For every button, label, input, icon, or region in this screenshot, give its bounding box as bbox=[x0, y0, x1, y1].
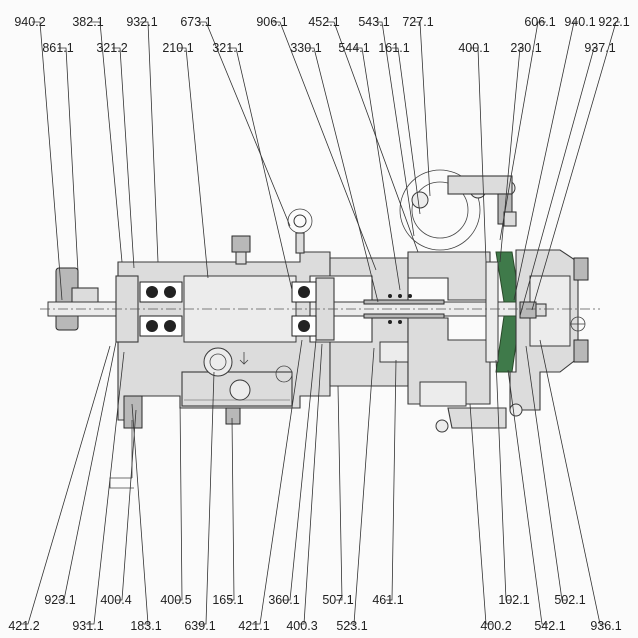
bearing-pump-end bbox=[291, 281, 317, 337]
label-673-1: 673.1 bbox=[180, 15, 211, 29]
impeller-nut-cap bbox=[535, 303, 547, 317]
label-400-1: 400.1 bbox=[458, 41, 489, 55]
label-727-1: 727.1 bbox=[402, 15, 433, 29]
label-639-1: 639.1 bbox=[184, 619, 215, 633]
label-360-1: 360.1 bbox=[268, 593, 299, 607]
label-321-2: 321.2 bbox=[96, 41, 127, 55]
casing-foot bbox=[435, 403, 523, 433]
bottom-labels-row-1: 923.1 400.4 400.5 165.1 360.1 507.1 461.… bbox=[44, 593, 585, 607]
label-421-2: 421.2 bbox=[8, 619, 39, 633]
label-507-1: 507.1 bbox=[322, 593, 353, 607]
label-210-1: 210.1 bbox=[162, 41, 193, 55]
impeller bbox=[485, 251, 521, 373]
label-543-1: 543.1 bbox=[358, 15, 389, 29]
label-321-1: 321.1 bbox=[212, 41, 243, 55]
label-102-1: 102.1 bbox=[498, 593, 529, 607]
label-940-2: 940.2 bbox=[14, 15, 45, 29]
seal-housing bbox=[329, 257, 445, 387]
label-932-1: 932.1 bbox=[126, 15, 157, 29]
label-452-1: 452.1 bbox=[308, 15, 339, 29]
label-330-1: 330.1 bbox=[290, 41, 321, 55]
label-523-1: 523.1 bbox=[336, 619, 367, 633]
bottom-labels-row-2: 421.2 931.1 183.1 639.1 421.1 400.3 523.… bbox=[8, 619, 621, 633]
bearing-bracket bbox=[117, 251, 331, 429]
label-922-1: 922.1 bbox=[598, 15, 629, 29]
label-382-1: 382.1 bbox=[72, 15, 103, 29]
label-544-1: 544.1 bbox=[338, 41, 369, 55]
breather-plug bbox=[231, 235, 251, 265]
label-400-5: 400.5 bbox=[160, 593, 191, 607]
drain-pipe bbox=[109, 420, 134, 489]
top-labels-row-1: 940.2 382.1 932.1 673.1 906.1 452.1 543.… bbox=[14, 15, 629, 29]
discharge-nozzle bbox=[399, 169, 517, 251]
label-861-1: 861.1 bbox=[42, 41, 73, 55]
label-931-1: 931.1 bbox=[72, 619, 103, 633]
label-542-1: 542.1 bbox=[534, 619, 565, 633]
label-937-1: 937.1 bbox=[584, 41, 615, 55]
label-400-4: 400.4 bbox=[100, 593, 131, 607]
oil-sight-glass bbox=[203, 347, 293, 401]
label-502-1: 502.1 bbox=[554, 593, 585, 607]
label-165-1: 165.1 bbox=[212, 593, 243, 607]
label-461-1: 461.1 bbox=[372, 593, 403, 607]
label-906-1: 906.1 bbox=[256, 15, 287, 29]
leader-lines bbox=[20, 21, 620, 625]
label-230-1: 230.1 bbox=[510, 41, 541, 55]
pump-assembly bbox=[40, 169, 600, 489]
label-400-2: 400.2 bbox=[480, 619, 511, 633]
pump-casing bbox=[509, 249, 589, 411]
label-936-1: 936.1 bbox=[590, 619, 621, 633]
label-606-1: 606.1 bbox=[524, 15, 555, 29]
label-161-1: 161.1 bbox=[378, 41, 409, 55]
top-labels-row-2: 861.1 321.2 210.1 321.1 330.1 544.1 161.… bbox=[42, 41, 615, 55]
label-923-1: 923.1 bbox=[44, 593, 75, 607]
label-421-1: 421.1 bbox=[238, 619, 269, 633]
eye-bolt bbox=[287, 208, 313, 254]
label-183-1: 183.1 bbox=[130, 619, 161, 633]
bearing-drive-end bbox=[139, 281, 183, 337]
casing-cover bbox=[407, 251, 491, 407]
label-400-3: 400.3 bbox=[286, 619, 317, 633]
label-940-1: 940.1 bbox=[564, 15, 595, 29]
